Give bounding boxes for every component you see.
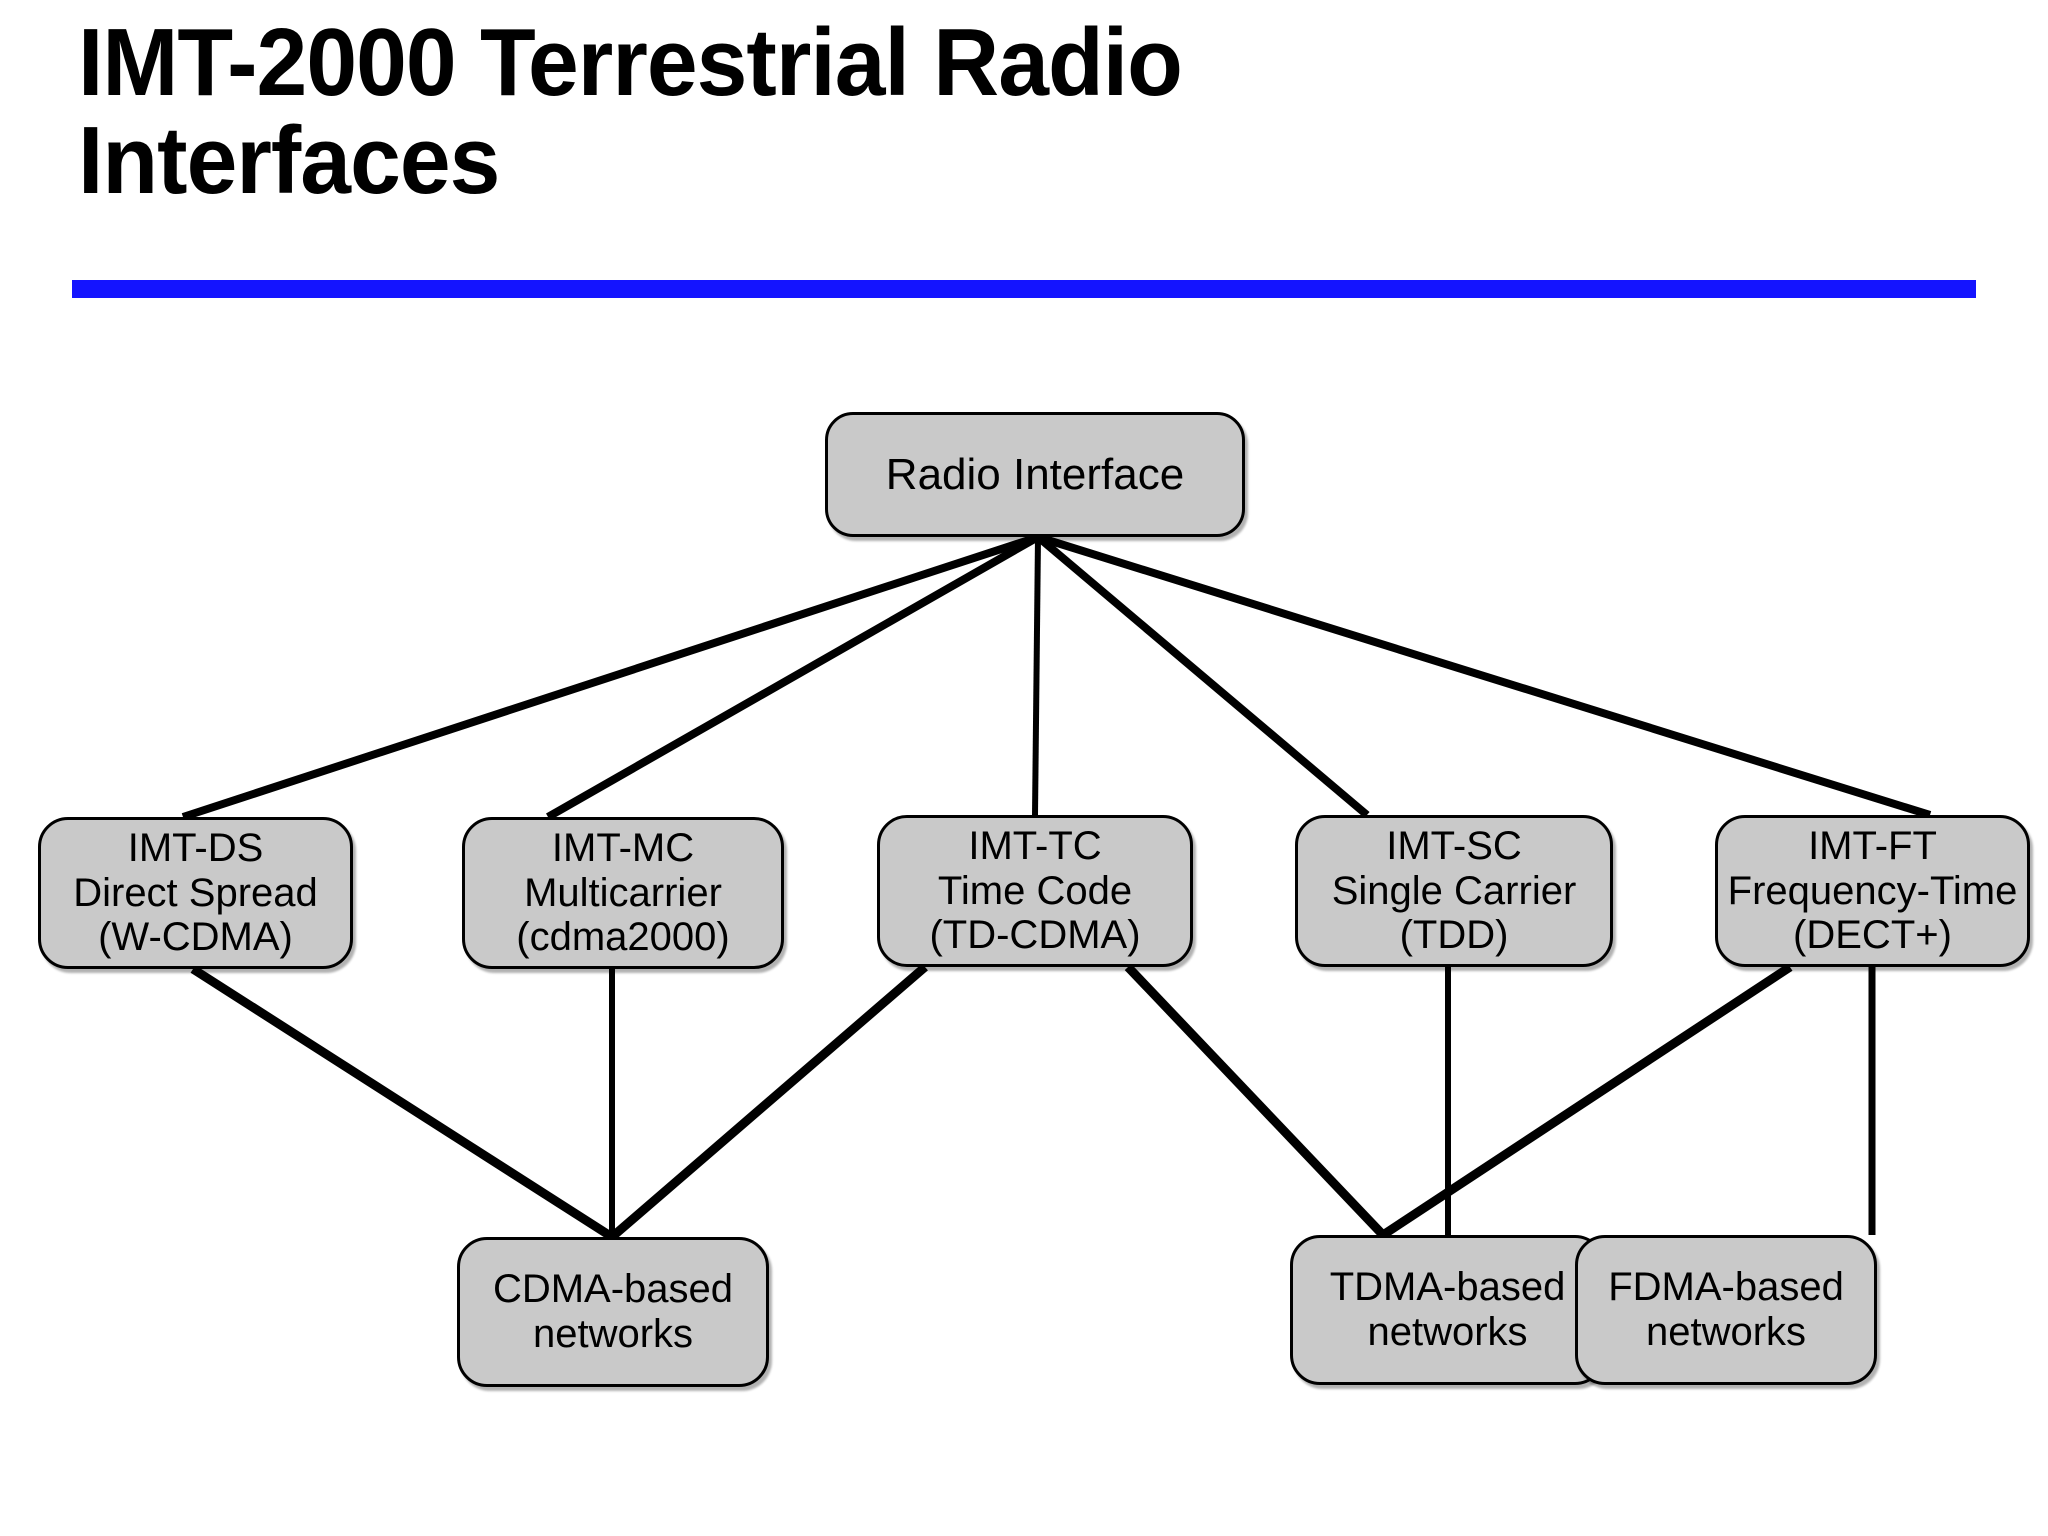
node-fdma-based-networks[interactable]: FDMA-based networks	[1575, 1235, 1877, 1385]
node-radio-interface-label: Radio Interface	[885, 449, 1185, 499]
edge-root-to-imt-ft	[1036, 533, 1932, 819]
edge-root-to-imt-tc	[1032, 536, 1041, 816]
node-fdma-based-networks-line2: networks	[1645, 1310, 1807, 1354]
node-imt-ds[interactable]: IMT-DS Direct Spread (W-CDMA)	[38, 817, 353, 969]
node-imt-sc-line1: IMT-SC	[1386, 823, 1522, 868]
node-imt-tc[interactable]: IMT-TC Time Code (TD-CDMA)	[877, 815, 1193, 967]
node-imt-ds-line1: IMT-DS	[127, 825, 264, 870]
edge-imt-tc-to-cdma	[609, 963, 928, 1241]
node-imt-mc-line1: IMT-MC	[551, 825, 695, 870]
node-imt-ft-line3: (DECT+)	[1793, 913, 1952, 958]
node-imt-sc-line3: (TDD)	[1399, 913, 1509, 958]
edge-imt-ds-to-cdma	[190, 965, 615, 1241]
node-cdma-based-networks-line2: networks	[532, 1312, 694, 1356]
node-imt-ft-line2: Frequency-Time	[1727, 868, 2018, 913]
edge-imt-tc-to-tdma	[1124, 963, 1387, 1239]
edge-root-to-imt-ds	[181, 533, 1040, 821]
node-imt-mc-line3: (cdma2000)	[516, 915, 730, 960]
node-imt-tc-line1: IMT-TC	[968, 823, 1102, 868]
title-underline-rule	[72, 280, 1976, 298]
edge-root-to-imt-mc	[546, 533, 1040, 821]
node-imt-ds-line3: (W-CDMA)	[98, 915, 293, 960]
node-radio-interface[interactable]: Radio Interface	[825, 412, 1245, 537]
edge-imt-ft-to-tdma	[1380, 963, 1793, 1239]
node-imt-ft-line1: IMT-FT	[1808, 823, 1937, 868]
node-tdma-based-networks-line2: networks	[1367, 1310, 1528, 1354]
title-block: IMT-2000 Terrestrial Radio Interfaces	[78, 14, 1978, 210]
node-cdma-based-networks[interactable]: CDMA-based networks	[457, 1237, 769, 1387]
node-tdma-based-networks[interactable]: TDMA-based networks	[1290, 1235, 1605, 1385]
node-imt-ft[interactable]: IMT-FT Frequency-Time (DECT+)	[1715, 815, 2030, 967]
edge-root-to-imt-sc	[1035, 533, 1370, 819]
node-imt-mc[interactable]: IMT-MC Multicarrier (cdma2000)	[462, 817, 784, 969]
page-title: IMT-2000 Terrestrial Radio Interfaces	[78, 9, 1183, 214]
node-tdma-based-networks-line1: TDMA-based	[1329, 1265, 1566, 1310]
node-imt-sc-line2: Single Carrier	[1331, 868, 1577, 913]
node-imt-tc-line2: Time Code	[937, 868, 1133, 913]
node-imt-sc[interactable]: IMT-SC Single Carrier (TDD)	[1295, 815, 1613, 967]
node-imt-mc-line2: Multicarrier	[524, 870, 722, 915]
node-cdma-based-networks-line1: CDMA-based	[492, 1267, 734, 1312]
node-fdma-based-networks-line1: FDMA-based	[1608, 1265, 1844, 1310]
node-imt-tc-line3: (TD-CDMA)	[929, 913, 1141, 958]
node-imt-ds-line2: Direct Spread	[73, 870, 318, 915]
